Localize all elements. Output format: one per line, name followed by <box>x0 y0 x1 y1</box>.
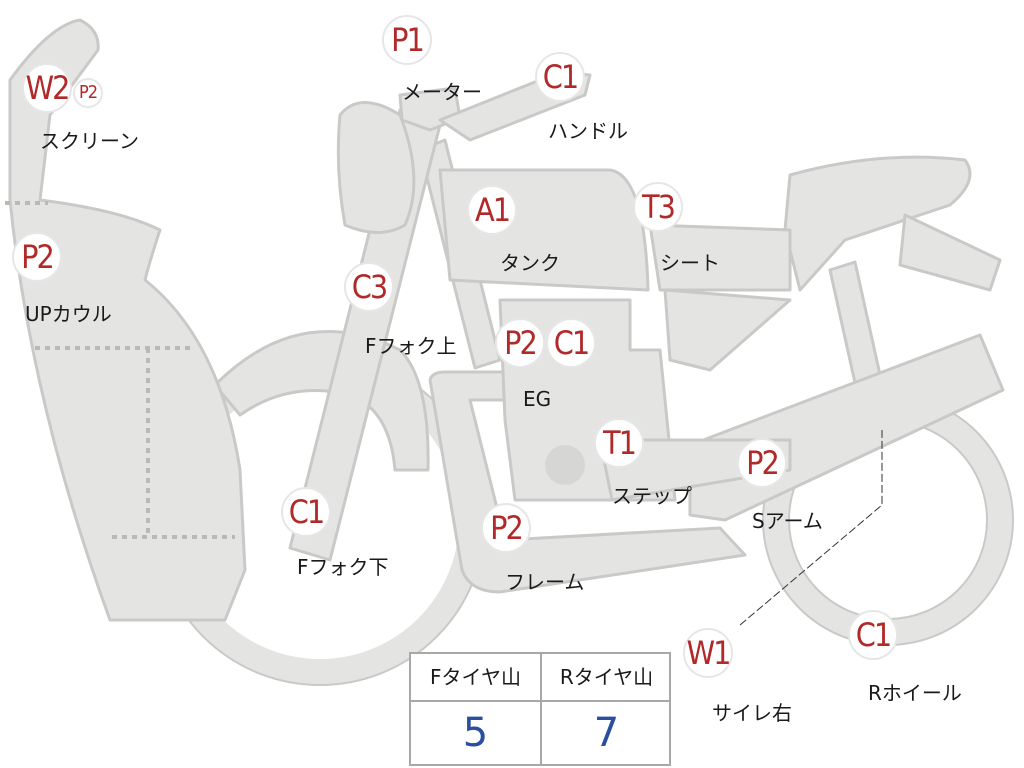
swingarm-code-badge: P2 <box>737 438 787 488</box>
subframe-shape <box>663 288 792 372</box>
meter-code-badge: P1 <box>382 15 432 65</box>
table-divider <box>540 654 542 764</box>
frame-code-badge: P2 <box>481 503 531 553</box>
tail-shape <box>783 155 972 292</box>
tank-label: タンク <box>500 251 560 275</box>
rwheel-code-badge: C1 <box>848 610 898 660</box>
handle-label: ハンドル <box>548 119 628 143</box>
screen-code-badge: W2 <box>22 63 72 113</box>
muffler-right-code-badge: W1 <box>683 628 733 678</box>
screen-code2-badge: P2 <box>73 78 103 108</box>
engine-code2-badge: C1 <box>546 318 596 368</box>
frame-label: フレーム <box>505 570 585 594</box>
tail-fin-shape <box>898 213 1002 292</box>
engine-code-badge: P2 <box>495 318 545 368</box>
rear-tire-value: 7 <box>593 710 620 756</box>
ffork-upper-code-badge: C3 <box>344 262 394 312</box>
ffork-lower-code-badge: C1 <box>281 487 331 537</box>
upcowl-label: UPカウル <box>25 302 112 326</box>
rear-tire-header: Rタイヤ山 <box>542 654 671 702</box>
front-tire-value: 5 <box>462 710 489 756</box>
screen-label: スクリーン <box>40 129 139 153</box>
meter-label: メーター <box>402 80 482 104</box>
step-code-badge: T1 <box>594 418 644 468</box>
ffork-upper-label: Fフォク上 <box>365 334 457 358</box>
swingarm-label: Sアーム <box>752 509 823 533</box>
step-label: ステップ <box>612 484 692 508</box>
seat-label: シート <box>660 251 720 275</box>
handle-code-badge: C1 <box>535 52 585 102</box>
engine-label: EG <box>523 387 552 411</box>
headlight-shape <box>336 101 416 234</box>
tire-tread-table: Fタイヤ山 Rタイヤ山 5 7 <box>409 652 671 766</box>
cowl-shape <box>8 18 247 622</box>
upcowl-code-badge: P2 <box>12 232 62 282</box>
front-tire-header: Fタイヤ山 <box>411 654 540 702</box>
ffork-lower-label: Fフォク下 <box>297 555 389 579</box>
rwheel-label: Rホイール <box>868 681 962 705</box>
muffler-right-label: サイレ右 <box>712 701 792 725</box>
seat-shape <box>648 223 792 292</box>
seat-code-badge: T3 <box>633 182 683 232</box>
tank-code-badge: A1 <box>467 185 517 235</box>
